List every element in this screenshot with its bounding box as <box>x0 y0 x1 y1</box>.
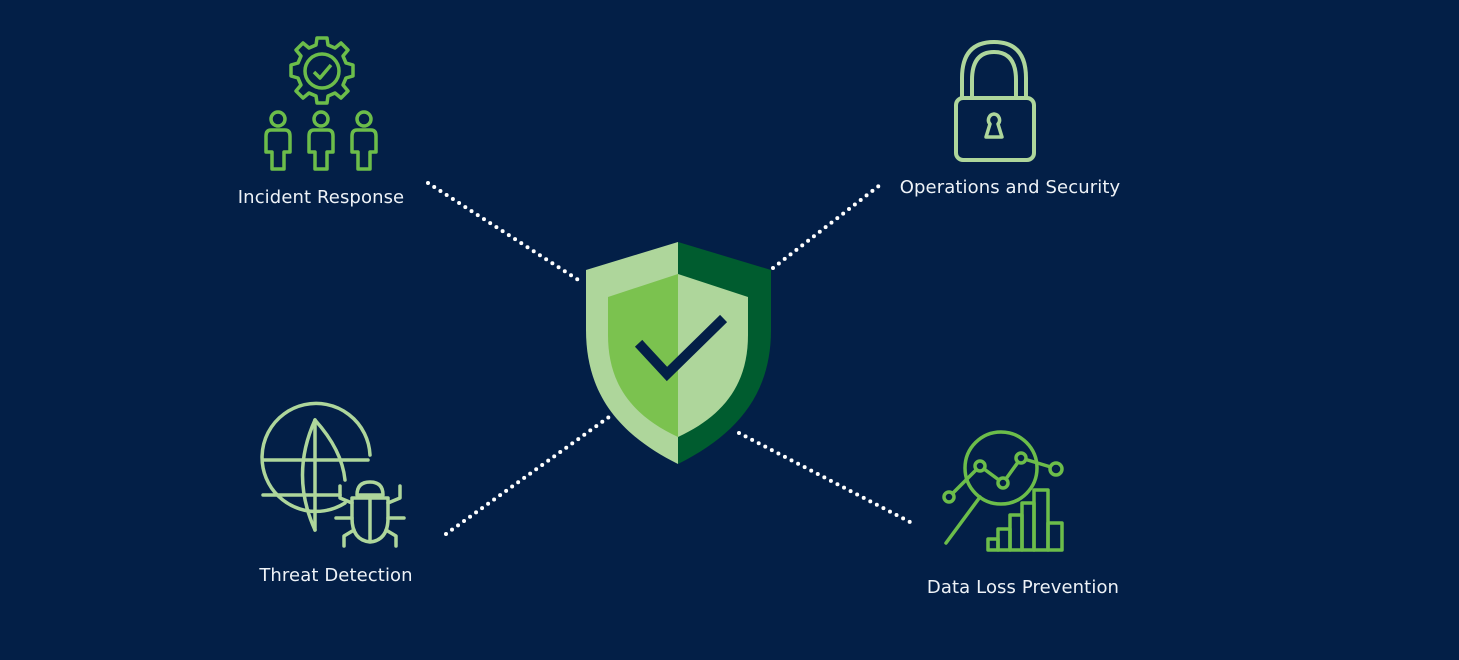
gear-team-icon <box>264 36 378 171</box>
magnifier-chart-icon <box>942 430 1064 552</box>
connector-threat-detection <box>444 415 611 536</box>
label-operations-security: Operations and Security <box>899 177 1121 198</box>
shield-check-icon <box>586 242 771 464</box>
connector-operations-security <box>771 183 882 270</box>
label-incident-response: Incident Response <box>237 187 405 208</box>
label-data-loss-prevention: Data Loss Prevention <box>926 577 1120 598</box>
globe-bug-icon <box>260 401 406 548</box>
connector-incident-response <box>426 181 585 285</box>
padlock-icon <box>954 40 1036 162</box>
connector-data-loss-prevention <box>737 431 912 524</box>
label-threat-detection: Threat Detection <box>259 565 413 586</box>
